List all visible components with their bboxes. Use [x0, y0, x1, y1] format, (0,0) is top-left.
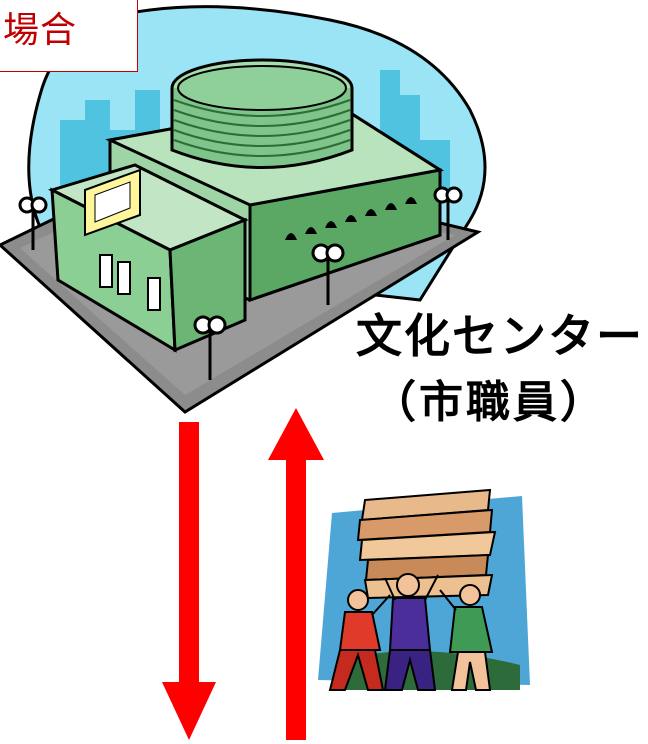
up-arrow — [268, 408, 324, 740]
case-label-box: 場合 — [0, 0, 138, 72]
center-role-label: （市職員） — [372, 377, 607, 428]
down-arrow — [162, 422, 216, 740]
case-label-text: 場合 — [3, 10, 78, 51]
center-name-label: 文化センター — [356, 309, 644, 363]
